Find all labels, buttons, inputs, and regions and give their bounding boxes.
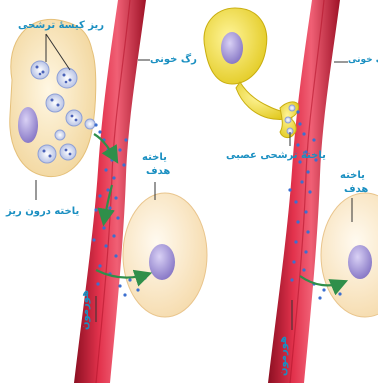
right-hormone-label: هورمون <box>278 336 290 376</box>
endocrine-cell <box>10 19 96 176</box>
right-target-cell <box>321 193 378 317</box>
left-vessel-label: رگ خونی <box>150 54 197 66</box>
left-target-label-line1: یاخته <box>142 152 167 164</box>
right-vessel-label: رگ خونی <box>348 54 378 66</box>
left-vesicle-label: ریز کیسهٔ ترشحی <box>18 20 104 32</box>
left-target-label-line2: هدف <box>146 166 170 178</box>
neurosecretory-cell <box>204 8 298 138</box>
right-target-label-line1: یاخته <box>340 170 365 182</box>
right-neurosecretory-label: یاختهٔ ترشحی عصبی <box>226 150 326 162</box>
left-target-cell <box>123 193 207 317</box>
right-target-label-line2: هدف <box>344 184 368 196</box>
left-endocrine-cell-label: یاخته درون ریز <box>6 206 79 218</box>
left-hormone-label: هورمون <box>80 290 92 330</box>
right-blood-vessel <box>268 0 340 383</box>
